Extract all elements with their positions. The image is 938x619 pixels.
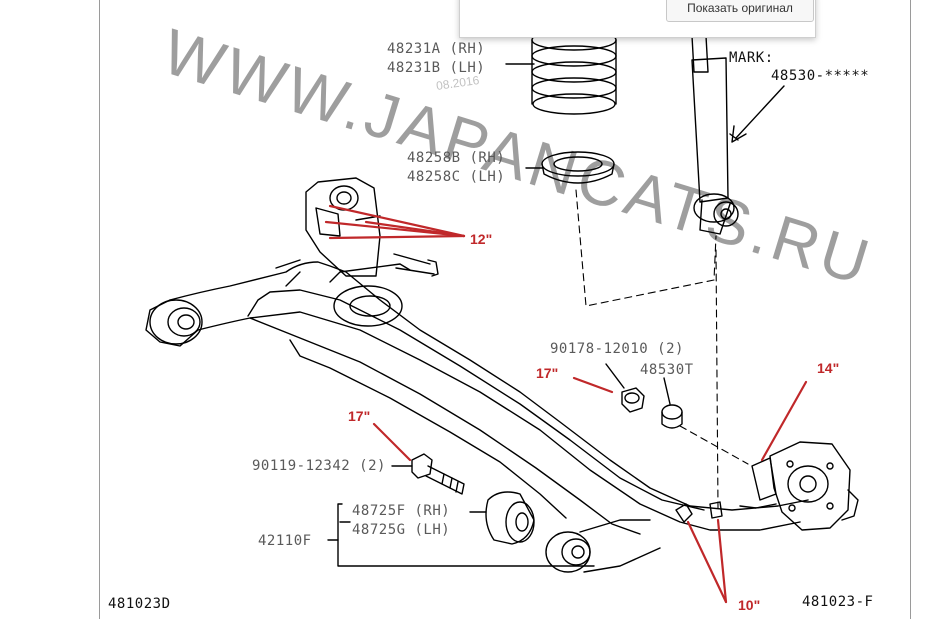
- figure-code-right: 481023-F: [802, 594, 874, 610]
- beam-bracket: [327, 503, 595, 567]
- bolt-part: [411, 453, 465, 495]
- bolt-size: 17": [348, 408, 371, 424]
- lower-bolts: [675, 501, 723, 523]
- mark-label: MARK:: [729, 50, 774, 66]
- spring-rh-label: 48231A (RH): [387, 41, 486, 57]
- bushing-lh-label: 48725G (LH): [352, 522, 451, 538]
- bumper-part: [661, 404, 683, 429]
- bracket-bolt-size: 12": [470, 231, 493, 247]
- frame-right-line: [910, 0, 911, 619]
- beam-part-label: 42110F: [258, 533, 312, 549]
- coil-spring: [531, 29, 617, 115]
- axle-beam: [145, 261, 809, 535]
- nut-part: [621, 387, 645, 413]
- spring-lh-label: 48231B (LH): [387, 60, 486, 76]
- seat-rh-label: 48258B (RH): [407, 150, 506, 166]
- hub-flange: [739, 441, 859, 531]
- left-bushing: [149, 299, 203, 345]
- right-bushing: [545, 519, 661, 573]
- nut-part-label: 90178-12010 (2): [550, 341, 684, 357]
- seat-lh-label: 48258C (LH): [407, 169, 506, 185]
- bolt-part-label: 90119-12342 (2): [252, 458, 386, 474]
- frame-left-line: [99, 0, 100, 619]
- nut-size: 17": [536, 365, 559, 381]
- beam-bushing-part: [485, 491, 535, 545]
- bushing-rh-label: 48725F (RH): [352, 503, 451, 519]
- spring-seat: [541, 151, 615, 184]
- lower-bolt-size: 10": [738, 597, 761, 613]
- show-original-button[interactable]: Показать оригинал: [666, 0, 814, 22]
- bumper-part-label: 48530T: [640, 362, 694, 378]
- mark-code: 48530-*****: [771, 68, 870, 84]
- translate-popup: Показать оригинал: [459, 0, 816, 38]
- left-bracket: [275, 177, 439, 327]
- figure-code-left: 481023D: [108, 596, 171, 612]
- shock-absorber: [691, 35, 739, 235]
- hub-bolt-size: 14": [817, 360, 840, 376]
- mark-arrow: [729, 85, 785, 143]
